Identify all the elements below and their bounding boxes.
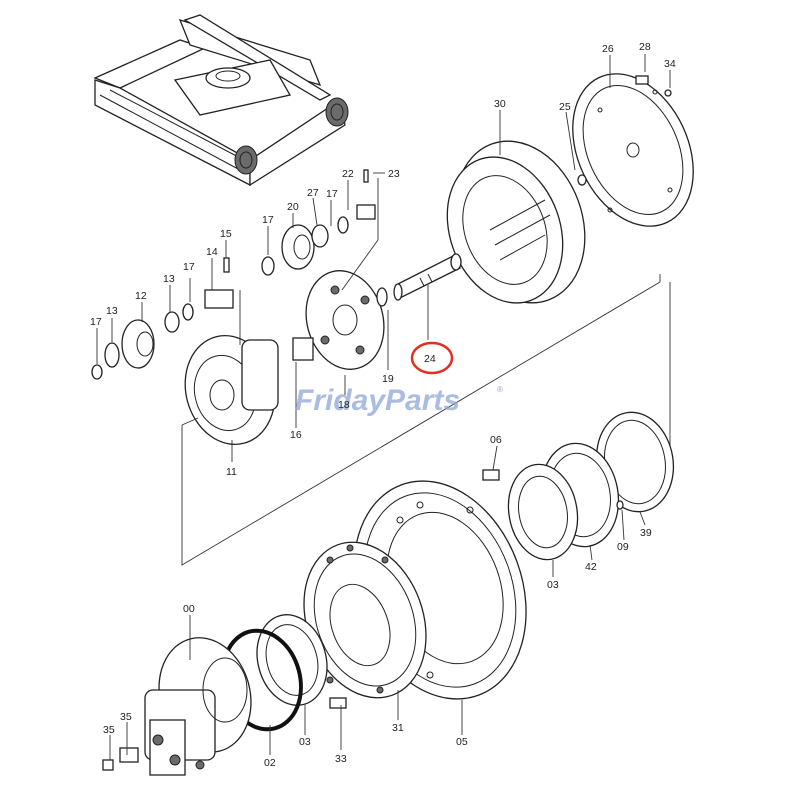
watermark-text: FridayParts xyxy=(295,384,460,417)
callout: 18 xyxy=(338,399,350,411)
watermark: FridayParts ® xyxy=(295,384,503,417)
callout: 19 xyxy=(382,373,394,385)
callout: 11 xyxy=(226,466,237,478)
callout: 12 xyxy=(135,290,147,302)
callout: 06 xyxy=(490,434,502,446)
callout: 13 xyxy=(106,305,118,317)
washer xyxy=(376,287,388,307)
callout: 25 xyxy=(559,101,571,113)
callout: 24 xyxy=(424,353,436,365)
callout: 13 xyxy=(163,273,175,285)
planetary-carrier xyxy=(305,270,385,370)
callout-labels: 26 28 34 30 25 22 23 17 27 20 17 15 14 1… xyxy=(90,41,676,769)
callout: 26 xyxy=(602,43,614,55)
travel-motor xyxy=(119,637,252,776)
ring-gear xyxy=(446,140,586,304)
bolt xyxy=(102,469,624,771)
callout: 17 xyxy=(326,188,338,200)
callout: 09 xyxy=(617,541,629,553)
planet-gear-set xyxy=(91,257,314,380)
callout: 20 xyxy=(287,201,299,213)
callout: 33 xyxy=(335,753,347,765)
callout: 30 xyxy=(494,98,506,110)
callout: 02 xyxy=(264,757,276,769)
callout: 31 xyxy=(392,722,404,734)
callout: 39 xyxy=(640,527,652,539)
callout: 28 xyxy=(639,41,651,53)
cover-plate xyxy=(572,73,694,227)
callout: 42 xyxy=(585,561,597,573)
sprocket-hub xyxy=(303,541,427,699)
callout: 34 xyxy=(664,58,676,70)
callout: 16 xyxy=(290,429,302,441)
callout: 22 xyxy=(342,168,354,180)
callout: 27 xyxy=(307,187,319,199)
callout: 23 xyxy=(388,168,400,180)
planet-gear xyxy=(261,169,376,276)
drive-shaft xyxy=(393,253,462,301)
callout: 00 xyxy=(183,603,195,615)
callout: 14 xyxy=(206,246,218,258)
callout: 03 xyxy=(299,736,311,748)
carrier-assembly xyxy=(184,335,279,445)
track-frame xyxy=(93,14,349,187)
watermark-registered: ® xyxy=(497,385,503,394)
callout: 05 xyxy=(456,736,468,748)
callout: 17 xyxy=(183,261,195,273)
bearing xyxy=(507,463,579,561)
cover-bolt xyxy=(577,75,672,186)
callout: 15 xyxy=(220,228,232,240)
leader-lines xyxy=(96,54,671,760)
highlight-ring xyxy=(410,341,454,375)
callout: 35 xyxy=(103,724,115,736)
callout: 17 xyxy=(262,214,274,226)
callout: 17 xyxy=(90,316,102,328)
assembly-bracket xyxy=(181,274,671,566)
callout: 35 xyxy=(120,711,132,723)
callout: 03 xyxy=(547,579,559,591)
